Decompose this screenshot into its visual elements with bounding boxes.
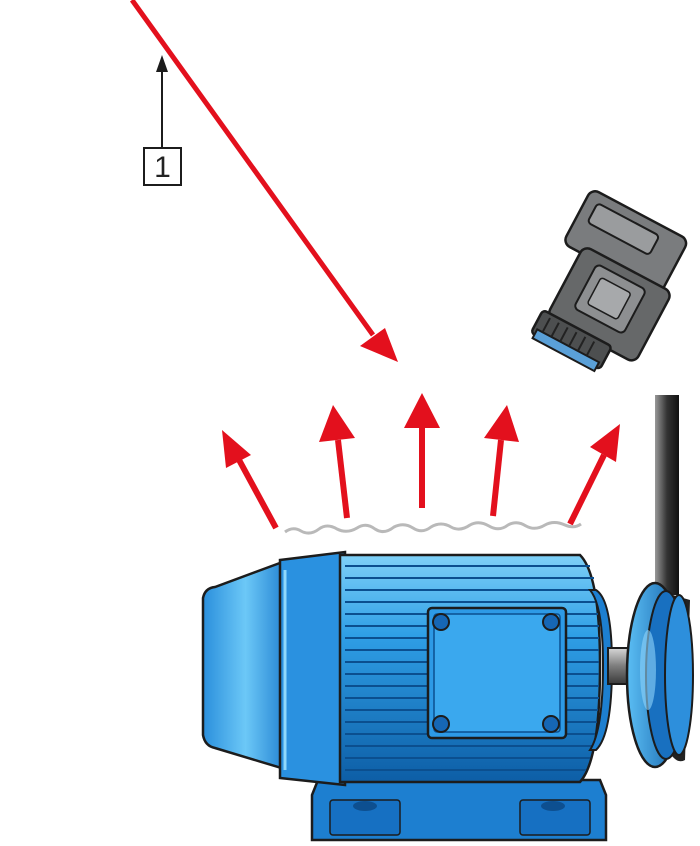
emitted-radiation-arrow (319, 405, 355, 519)
emitted-radiation-arrow (484, 405, 519, 517)
terminal-box-bolt (432, 613, 450, 631)
incoming-radiation-arrow (129, 0, 398, 362)
terminal-box-bolt (542, 715, 560, 733)
thermal-camera-icon (531, 190, 688, 373)
terminal-box-bolt (432, 715, 450, 733)
callout-1: 1 (143, 55, 182, 186)
heat-haze-line (284, 521, 582, 535)
callout-box (143, 147, 182, 186)
emitted-radiation-arrow (567, 424, 620, 526)
callout-label: 1 (154, 151, 171, 184)
emitted-radiation-arrows (222, 393, 620, 530)
callout-arrowhead (156, 55, 168, 72)
motor-end-cap (201, 558, 290, 772)
electric-motor-icon (201, 550, 694, 842)
motor-pulley (625, 581, 694, 769)
emitted-radiation-arrow (222, 430, 279, 530)
terminal-box-bolt (542, 613, 560, 631)
emitted-radiation-arrow (404, 393, 440, 508)
